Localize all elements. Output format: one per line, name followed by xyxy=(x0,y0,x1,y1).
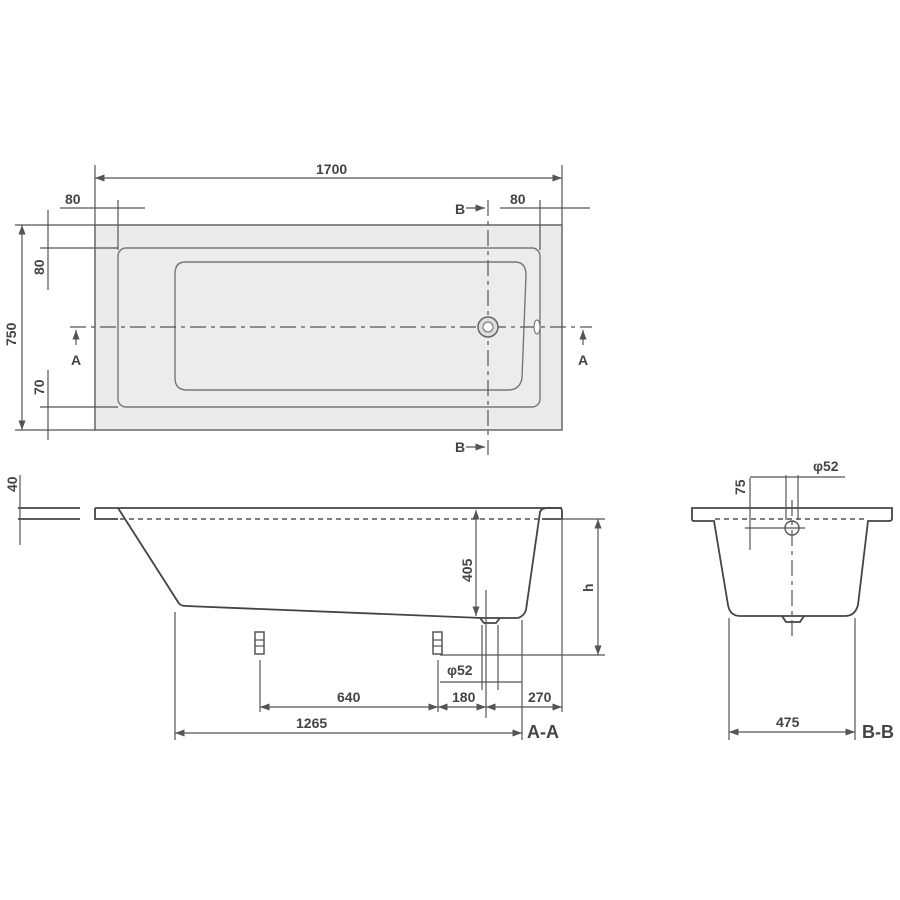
dim-length: 1700 xyxy=(316,161,347,177)
section-bb-label: B-B xyxy=(862,722,894,742)
section-a-left-label: A xyxy=(71,352,81,368)
section-aa: 40 405 h φ52 640 180 270 1265 A-A xyxy=(4,475,605,742)
leg-icon xyxy=(432,631,443,655)
dim-overflow-diameter: φ52 xyxy=(813,458,839,474)
dim-rim-thickness: 40 xyxy=(4,476,20,492)
section-aa-label: A-A xyxy=(527,722,559,742)
dim-rim-top: 80 xyxy=(31,259,47,275)
dim-floor-length: 1265 xyxy=(296,715,327,731)
dim-rim-right: 80 xyxy=(510,191,526,207)
leg-icon xyxy=(254,631,265,655)
dim-width: 750 xyxy=(3,322,19,346)
tub-basin xyxy=(174,261,527,391)
tub-cross-section xyxy=(691,507,893,617)
tub-profile xyxy=(117,507,563,619)
dim-end-offset: 270 xyxy=(528,689,552,705)
section-b-top-label: B xyxy=(455,201,465,217)
dim-drain-offset: 180 xyxy=(452,689,476,705)
dim-height: h xyxy=(580,583,596,592)
top-view: 1700 80 80 750 80 70 A A B B xyxy=(3,161,592,455)
dim-drain-diameter: φ52 xyxy=(447,662,473,678)
dim-depth: 405 xyxy=(459,558,475,582)
dim-overflow-height: 75 xyxy=(732,479,748,495)
section-bb: φ52 75 475 B-B xyxy=(691,458,894,742)
section-b-bottom-label: B xyxy=(455,439,465,455)
section-a-right-label: A xyxy=(578,352,588,368)
overflow-icon xyxy=(533,319,541,335)
dim-rim-left: 80 xyxy=(65,191,81,207)
dim-leg-spacing: 640 xyxy=(337,689,361,705)
dim-rim-bottom: 70 xyxy=(31,379,47,395)
dim-floor-width: 475 xyxy=(776,714,800,730)
